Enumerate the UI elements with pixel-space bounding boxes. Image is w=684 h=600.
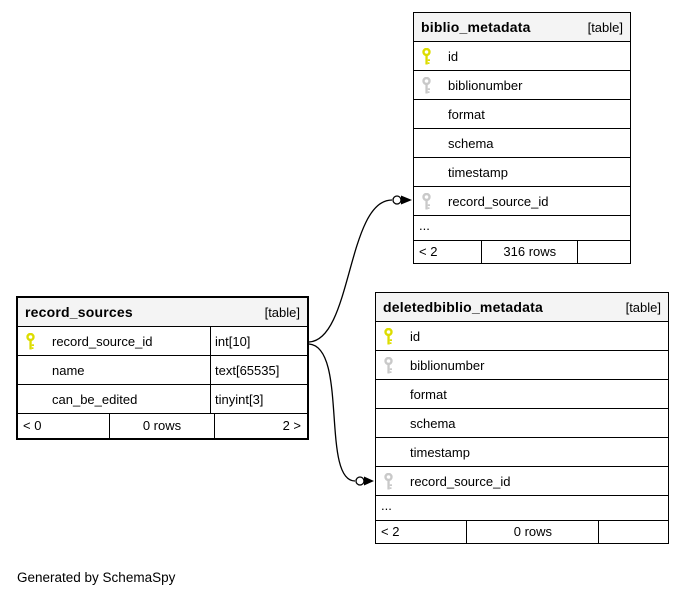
column-name: can_be_edited <box>52 391 138 407</box>
foreign-key-icon <box>414 76 448 94</box>
column-name: id <box>448 48 459 64</box>
table-footer: < 2 316 rows <box>414 240 630 263</box>
zero-or-one-circle-icon <box>392 195 402 205</box>
row-count: 316 rows <box>481 241 577 263</box>
table-header-deletedbiblio_metadata[interactable]: deletedbiblio_metadata [table] <box>376 293 668 321</box>
truncated-columns-indicator: ... <box>414 215 630 240</box>
foreign-key-icon <box>376 472 410 490</box>
column-row-format: format <box>376 379 668 408</box>
column-type: tinyint[3] <box>210 385 307 413</box>
table-footer: < 2 0 rows <box>376 520 668 543</box>
column-row-timestamp: timestamp <box>376 437 668 466</box>
column-name: schema <box>448 135 494 151</box>
column-row-schema: schema <box>414 128 630 157</box>
row-count: 0 rows <box>466 521 598 543</box>
table-tag: [table] <box>587 19 623 35</box>
foreign-key-icon <box>414 192 448 210</box>
column-name: record_source_id <box>52 333 153 349</box>
arrowhead-icon <box>401 195 412 205</box>
truncated-columns-indicator: ... <box>376 495 668 520</box>
column-row-biblionumber: biblionumber <box>414 70 630 99</box>
column-name: biblionumber <box>448 77 523 93</box>
relationship-record_sources-to-biblio_metadata <box>308 195 412 343</box>
column-name: format <box>448 106 485 122</box>
table-header-biblio_metadata[interactable]: biblio_metadata [table] <box>414 13 630 41</box>
child-relations-count <box>598 521 668 543</box>
primary-key-icon <box>376 327 410 345</box>
parent-relations-count: < 2 <box>381 524 400 539</box>
parent-relations-count: < 0 <box>23 418 42 433</box>
column-type: text[65535] <box>210 356 307 384</box>
column-name: format <box>410 386 447 402</box>
table-name: record_sources <box>25 304 133 320</box>
table-tag: [table] <box>625 299 661 315</box>
column-row-id: id <box>414 41 630 70</box>
relationship-record_sources-to-deletedbiblio_metadata <box>308 343 374 486</box>
table-tag: [table] <box>264 304 300 320</box>
column-name: id <box>410 328 421 344</box>
table-node-deletedbiblio_metadata[interactable]: deletedbiblio_metadata [table] id biblionum… <box>375 292 669 544</box>
zero-or-one-circle-icon <box>355 476 365 486</box>
column-type: int[10] <box>210 327 307 355</box>
generator-caption: Generated by SchemaSpy <box>17 570 176 585</box>
arrowhead-icon <box>364 476 374 486</box>
table-node-biblio_metadata[interactable]: biblio_metadata [table] id biblionumber form… <box>413 12 631 264</box>
column-row-timestamp: timestamp <box>414 157 630 186</box>
column-name: schema <box>410 415 456 431</box>
foreign-key-icon <box>376 356 410 374</box>
column-row-biblionumber: biblionumber <box>376 350 668 379</box>
column-row-record_source_id: record_source_id <box>414 186 630 215</box>
column-row-schema: schema <box>376 408 668 437</box>
child-relations-count: 2 > <box>214 414 307 438</box>
table-name: biblio_metadata <box>421 19 531 35</box>
column-name: name <box>52 362 85 378</box>
column-name: biblionumber <box>410 357 485 373</box>
table-node-record_sources[interactable]: record_sources [table] record_source_id int… <box>16 296 309 440</box>
column-row-can_be_edited: can_be_edited tinyint[3] <box>18 384 307 413</box>
column-row-record_source_id: record_source_id <box>376 466 668 495</box>
column-row-id: id <box>376 321 668 350</box>
column-row-name: name text[65535] <box>18 355 307 384</box>
column-name: record_source_id <box>448 193 549 209</box>
table-header-record_sources[interactable]: record_sources [table] <box>18 298 307 326</box>
relationship-line <box>308 199 393 343</box>
row-count: 0 rows <box>108 414 215 438</box>
relationship-line <box>308 343 356 482</box>
column-row-record_source_id: record_source_id int[10] <box>18 326 307 355</box>
column-name: timestamp <box>448 164 508 180</box>
child-relations-count <box>577 241 630 263</box>
parent-relations-count: < 2 <box>419 244 438 259</box>
table-name: deletedbiblio_metadata <box>383 299 543 315</box>
primary-key-icon <box>414 47 448 65</box>
primary-key-icon <box>18 332 52 350</box>
column-name: record_source_id <box>410 473 511 489</box>
column-name: timestamp <box>410 444 470 460</box>
column-row-format: format <box>414 99 630 128</box>
